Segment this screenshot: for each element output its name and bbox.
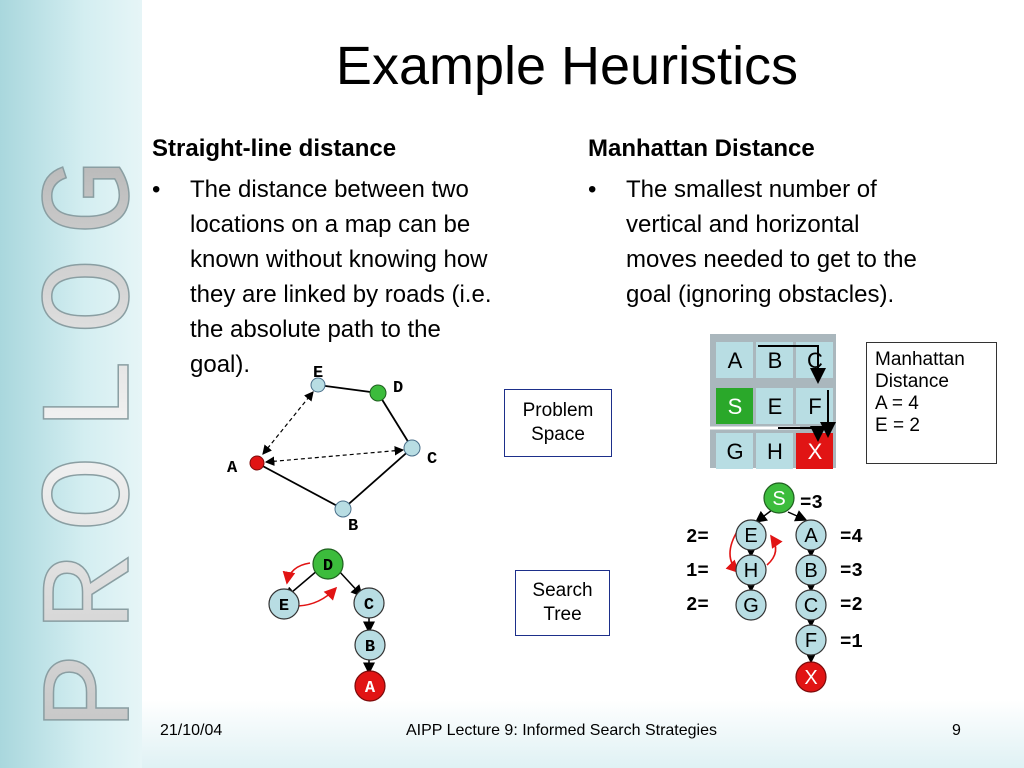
heuristic-h: 1= xyxy=(686,560,709,582)
svg-text:A: A xyxy=(728,348,743,373)
path-a-to-c xyxy=(758,345,826,384)
dashed-a-c xyxy=(264,445,405,467)
heuristic-g: 2= xyxy=(686,594,709,616)
grid-cell-b xyxy=(756,342,793,378)
heuristic-f: =1 xyxy=(840,631,863,653)
svg-text:B: B xyxy=(365,638,375,657)
rtree-node-g xyxy=(735,589,767,621)
footer-band xyxy=(142,700,1024,768)
svg-text:C: C xyxy=(807,348,823,373)
footer-course: AIPP Lecture 9: Informed Search Strategi… xyxy=(406,722,717,739)
red-arrow-right xyxy=(297,586,338,607)
svg-text:S: S xyxy=(772,488,785,510)
footer-date: 21/10/04 xyxy=(160,722,223,739)
graph-label-b: B xyxy=(348,517,358,536)
rtree-node-a xyxy=(795,519,827,551)
right-search-tree: S E H G A B C F X =3 2= 1= 2= =4 =3 =2 =… xyxy=(686,482,863,693)
edge-e-d xyxy=(317,384,379,394)
edge-b-a xyxy=(256,462,344,510)
rtree-node-s xyxy=(763,482,795,514)
left-heading: Straight-line distance xyxy=(152,135,397,162)
grid-cell-s xyxy=(716,388,753,424)
svg-text:S: S xyxy=(728,394,743,419)
svg-text:C: C xyxy=(804,595,818,617)
tree-node-a xyxy=(354,670,386,702)
svg-text:C: C xyxy=(364,596,374,615)
graph-node-e xyxy=(310,377,326,393)
left-search-tree: D E C B A xyxy=(268,548,386,702)
grid-cell-e xyxy=(756,388,793,424)
rtree-node-e xyxy=(735,519,767,551)
sidebar-band: PROLOG xyxy=(0,0,142,768)
heuristic-e: 2= xyxy=(686,526,709,548)
grid-cell-a xyxy=(716,342,753,378)
tree-node-b xyxy=(354,629,386,661)
edge-d-c xyxy=(377,392,413,449)
graph-node-c xyxy=(403,439,421,457)
svg-text:E: E xyxy=(768,394,783,419)
red-arrow-left xyxy=(282,562,311,585)
rtree-node-b xyxy=(795,554,827,586)
right-bullet-text: The smallest number of vertical and hori… xyxy=(626,176,917,308)
manhattan-grid: A B C S E F G H X xyxy=(710,334,836,469)
edge-c-b xyxy=(342,447,413,510)
graph-label-c: C xyxy=(427,450,437,469)
rtree-node-c xyxy=(795,589,827,621)
grid-cell-g xyxy=(716,433,753,469)
bullet-dot: • xyxy=(152,176,161,203)
red-arrow-tree-right xyxy=(766,534,783,566)
svg-text:A: A xyxy=(804,525,818,547)
prolog-vertical-logo: PROLOG xyxy=(21,136,142,730)
heuristic-a: =4 xyxy=(840,526,863,548)
tree-node-d xyxy=(312,548,344,580)
graph-node-a xyxy=(249,455,265,471)
left-bullet-text: The distance between two locations on a … xyxy=(190,176,492,378)
grid-cell-f xyxy=(796,388,833,424)
path-e-to-x xyxy=(778,426,826,442)
svg-text:E: E xyxy=(744,525,757,547)
svg-text:G: G xyxy=(726,439,743,464)
svg-text:B: B xyxy=(804,560,817,582)
rtree-node-h xyxy=(735,554,767,586)
graph-node-d xyxy=(369,384,387,402)
rtree-node-x xyxy=(795,661,827,693)
prolog-logo-text: PROLOG xyxy=(22,137,142,730)
slide-title: Example Heuristics xyxy=(335,36,799,96)
svg-text:D: D xyxy=(323,557,333,576)
bullet-dot: • xyxy=(588,176,597,203)
svg-text:X: X xyxy=(808,439,823,464)
grid-cell-h xyxy=(756,433,793,469)
graph-node-b xyxy=(334,500,352,518)
footer-page-number: 9 xyxy=(952,722,961,739)
heuristic-c: =2 xyxy=(840,594,863,616)
graph-label-e: E xyxy=(313,364,323,383)
dashed-a-e xyxy=(262,391,314,455)
problem-space-box: Problem Space xyxy=(504,389,612,457)
tree-node-e xyxy=(268,588,300,620)
svg-text:H: H xyxy=(767,439,783,464)
rtree-node-f xyxy=(795,624,827,656)
search-tree-box: Search Tree xyxy=(515,570,610,636)
svg-text:X: X xyxy=(804,667,817,689)
svg-text:E: E xyxy=(279,597,289,616)
heuristic-s: =3 xyxy=(800,492,823,514)
right-heading: Manhattan Distance xyxy=(588,135,815,162)
svg-text:F: F xyxy=(805,630,817,652)
svg-text:A: A xyxy=(365,679,376,698)
svg-text:G: G xyxy=(743,595,759,617)
graph-label-d: D xyxy=(393,379,403,398)
svg-text:B: B xyxy=(768,348,783,373)
heuristic-b: =3 xyxy=(840,560,863,582)
problem-space-graph: E D C B A xyxy=(227,364,437,536)
svg-text:F: F xyxy=(808,394,821,419)
tree-node-c xyxy=(353,587,385,619)
manhattan-legend-box: Manhattan Distance A = 4 E = 2 xyxy=(866,342,997,464)
graph-label-a: A xyxy=(227,459,238,478)
svg-text:H: H xyxy=(744,560,758,582)
